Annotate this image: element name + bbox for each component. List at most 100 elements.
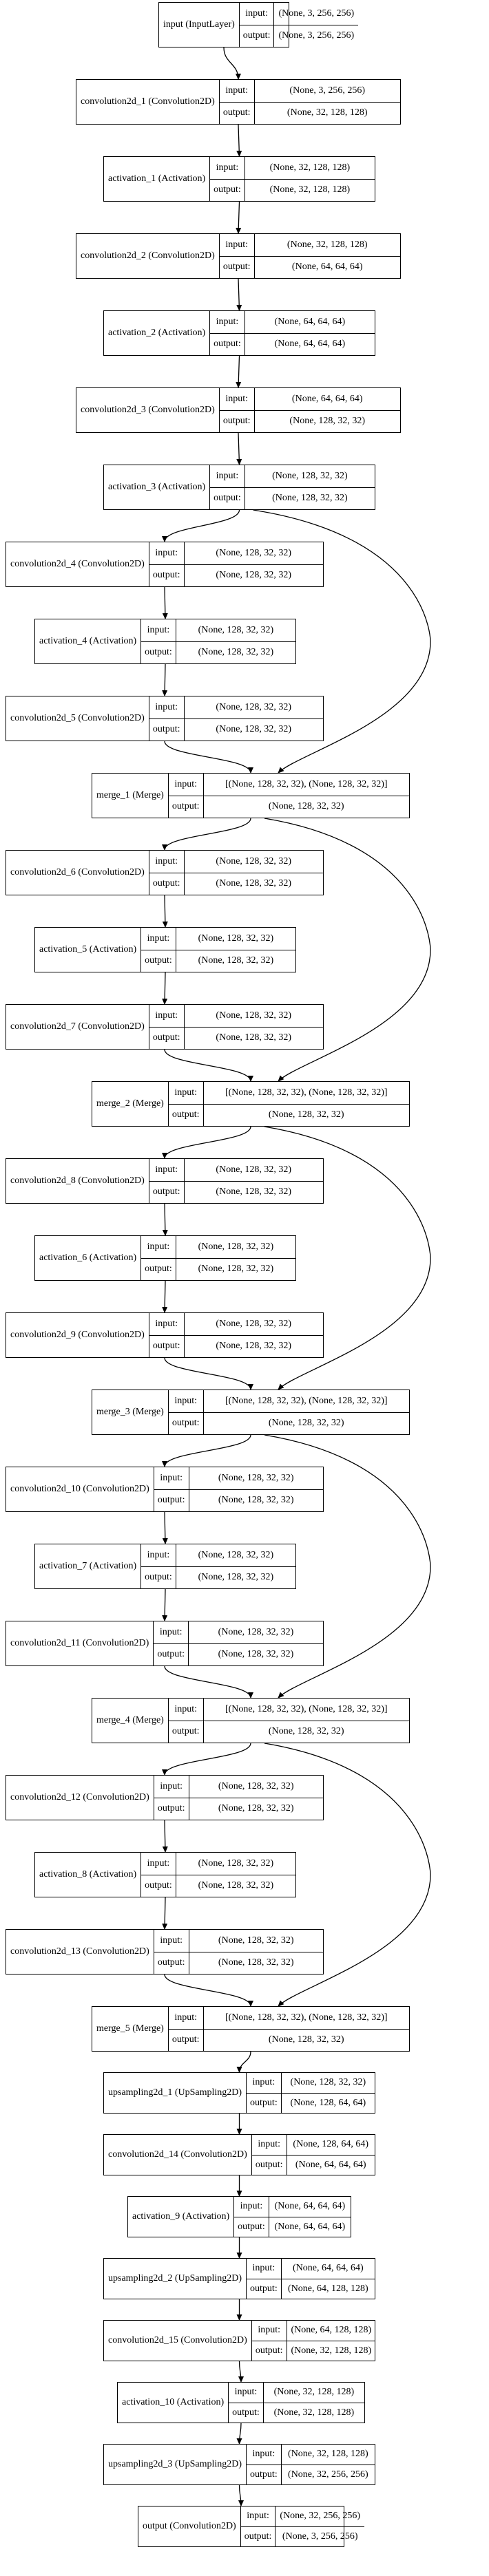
layer-name: convolution2d_15 (Convolution2D) bbox=[108, 2335, 247, 2345]
port-labels: input: output: bbox=[246, 2445, 281, 2484]
output-shape: (None, 32, 128, 128) bbox=[254, 101, 400, 125]
shape-values: (None, 128, 64, 64)(None, 64, 64, 64) bbox=[286, 2135, 375, 2175]
layer-node-activation-8: activation_8 (Activation)input:output:(N… bbox=[34, 1852, 296, 1897]
input-port-label: input: bbox=[252, 2449, 275, 2460]
input-shape: (None, 128, 32, 32) bbox=[198, 1549, 274, 1560]
shape-values: (None, 128, 32, 32)(None, 128, 32, 32) bbox=[183, 1313, 323, 1357]
input-port-label: input: bbox=[147, 624, 170, 635]
port-labels: input:output: bbox=[218, 234, 254, 279]
output-shape: (None, 128, 32, 32) bbox=[244, 487, 375, 510]
edge-n2-n3 bbox=[236, 201, 242, 234]
shape-values: (None, 128, 32, 32)(None, 128, 64, 64) bbox=[280, 2073, 375, 2113]
port-labels: input:output: bbox=[218, 80, 254, 125]
layer-node-convolution2d-11: convolution2d_11 (Convolution2D)input:ou… bbox=[6, 1621, 324, 1666]
layer-node-merge-4: merge_4 (Merge)input:output:[(None, 128,… bbox=[92, 1698, 410, 1743]
output-port-label: output: bbox=[168, 1103, 203, 1127]
port-labels: input:output: bbox=[141, 1236, 176, 1280]
shape-values: (None, 64, 128, 128)(None, 32, 128, 128) bbox=[286, 2321, 376, 2361]
output-shape: (None, 128, 32, 32) bbox=[189, 1951, 323, 1974]
edge-n14-n18 bbox=[264, 1126, 431, 1390]
layer-name: merge_5 (Merge) bbox=[96, 2023, 164, 2034]
input-port-label: input: bbox=[147, 1858, 170, 1869]
input-port-label: input: bbox=[147, 933, 170, 944]
layer-name: activation_8 (Activation) bbox=[39, 1869, 137, 1880]
input-port-label: input: bbox=[252, 2077, 275, 2088]
layer-node-convolution2d-1: convolution2d_1 (Convolution2D)input:out… bbox=[76, 79, 401, 125]
output-port-label: output: bbox=[247, 2092, 281, 2114]
output-shape: (None, 128, 32, 32) bbox=[203, 1720, 409, 1743]
output-port-label: output: bbox=[141, 949, 176, 972]
edge-n10-n14 bbox=[264, 818, 431, 1082]
edge-n26-n27 bbox=[236, 2051, 251, 2073]
layer-name: convolution2d_9 (Convolution2D) bbox=[10, 1330, 145, 1340]
layer-name: activation_1 (Activation) bbox=[108, 173, 206, 184]
input-shape: (None, 128, 32, 32) bbox=[216, 701, 292, 712]
shape-values: (None, 32, 128, 128) (None, 32, 128, 128) bbox=[244, 157, 375, 201]
output-port-label: output: bbox=[219, 255, 254, 279]
layer-name: activation_9 (Activation) bbox=[132, 2211, 230, 2222]
input-shape: (None, 128, 32, 32) bbox=[218, 1472, 294, 1483]
port-labels: input:output: bbox=[251, 2321, 287, 2361]
output-port-label: output: bbox=[247, 2464, 281, 2485]
output-port-label: output: bbox=[251, 2340, 287, 2361]
port-labels: input: output: bbox=[167, 1082, 203, 1127]
shape-values: (None, 128, 32, 32) (None, 128, 32, 32) bbox=[244, 465, 375, 509]
shape-values: (None, 128, 32, 32)(None, 128, 32, 32) bbox=[183, 1159, 323, 1203]
output-port-label: output: bbox=[168, 1412, 203, 1435]
port-labels: input:output: bbox=[167, 1390, 203, 1435]
edge-n18-n22 bbox=[264, 1434, 431, 1699]
layer-node-activation-5: activation_5 (Activation)input:output:(N… bbox=[34, 927, 296, 972]
output-port-label: output: bbox=[149, 872, 184, 895]
layer-name: activation_4 (Activation) bbox=[39, 636, 137, 646]
layer-name: activation_3 (Activation) bbox=[108, 482, 206, 492]
layer-name: upsampling2d_2 (UpSampling2D) bbox=[108, 2273, 242, 2284]
layer-name: convolution2d_6 (Convolution2D) bbox=[10, 867, 145, 877]
input-shape: (None, 128, 32, 32) bbox=[216, 1010, 292, 1021]
edge-n0-n1 bbox=[223, 47, 241, 80]
input-shape: (None, 3, 256, 256) bbox=[289, 85, 366, 96]
layer-node-upsampling2d-3: upsampling2d_3 (UpSampling2D)input:outpu… bbox=[103, 2444, 375, 2485]
edge-n3-n4 bbox=[236, 278, 242, 311]
input-shape: (None, 32, 128, 128) bbox=[273, 2387, 355, 2398]
layer-node-convolution2d-12: convolution2d_12 (Convolution2D)input:ou… bbox=[6, 1775, 324, 1820]
input-port-label: input: bbox=[225, 393, 248, 404]
output-shape: (None, 32, 128, 128) bbox=[244, 178, 375, 202]
input-shape: (None, 64, 128, 128) bbox=[291, 2325, 372, 2336]
layer-name: upsampling2d_1 (UpSampling2D) bbox=[108, 2087, 242, 2098]
port-labels: input:output: bbox=[141, 619, 176, 663]
shape-values: (None, 128, 32, 32) (None, 128, 32, 32) bbox=[188, 1930, 323, 1974]
layer-node-activation-7: activation_7 (Activation)input:output:(N… bbox=[34, 1544, 296, 1589]
layer-node-activation-2: activation_2 (Activation)input:output:(N… bbox=[103, 310, 375, 356]
output-port-label: output: bbox=[210, 178, 244, 202]
shape-values: (None, 32, 256, 256)(None, 3, 256, 256) bbox=[275, 2506, 365, 2546]
output-port-label: output: bbox=[229, 2402, 263, 2423]
port-labels: input:output: bbox=[148, 542, 184, 586]
input-port-label: input: bbox=[216, 162, 239, 173]
output-shape: (None, 128, 32, 32) bbox=[189, 1797, 323, 1820]
layer-node-convolution2d-13: convolution2d_13 (Convolution2D) input:ou… bbox=[6, 1929, 324, 1974]
input-port-label: input: bbox=[174, 778, 198, 789]
layer-name: convolution2d_14 (Convolution2D) bbox=[108, 2149, 247, 2160]
input-shape: (None, 32, 128, 128) bbox=[269, 162, 351, 173]
input-shape: (None, 128, 32, 32) bbox=[218, 1935, 294, 1946]
output-port-label: output: bbox=[251, 2154, 287, 2175]
input-shape: (None, 128, 32, 32) bbox=[198, 1858, 274, 1869]
input-port-label: input: bbox=[247, 2511, 269, 2522]
output-port-label: output: bbox=[219, 101, 254, 125]
output-port-label: output: bbox=[149, 718, 184, 741]
layer-name: convolution2d_13 (Convolution2D) bbox=[10, 1946, 149, 1957]
layer-name: output (Convolution2D) bbox=[143, 2521, 236, 2531]
shape-values: (None, 128, 32, 32)(None, 128, 32, 32) bbox=[183, 542, 323, 587]
port-labels: input:output: bbox=[153, 1930, 189, 1974]
input-port-label: input: bbox=[174, 1087, 198, 1098]
output-shape: (None, 128, 32, 32) bbox=[184, 718, 323, 741]
input-port-label: input: bbox=[245, 8, 268, 19]
input-port-label: input: bbox=[155, 855, 178, 866]
layer-node-convolution2d-5: convolution2d_5 (Convolution2D)input:out… bbox=[6, 696, 324, 741]
output-shape: (None, 128, 32, 32) bbox=[184, 564, 323, 587]
shape-values: (None, 128, 32, 32)(None, 128, 32, 32) bbox=[188, 1467, 323, 1511]
shape-values: (None, 3, 256, 256) (None, 32, 128, 128) bbox=[253, 80, 400, 125]
input-shape: (None, 128, 32, 32) bbox=[272, 470, 348, 481]
layer-name: convolution2d_11 (Convolution2D) bbox=[10, 1638, 149, 1648]
